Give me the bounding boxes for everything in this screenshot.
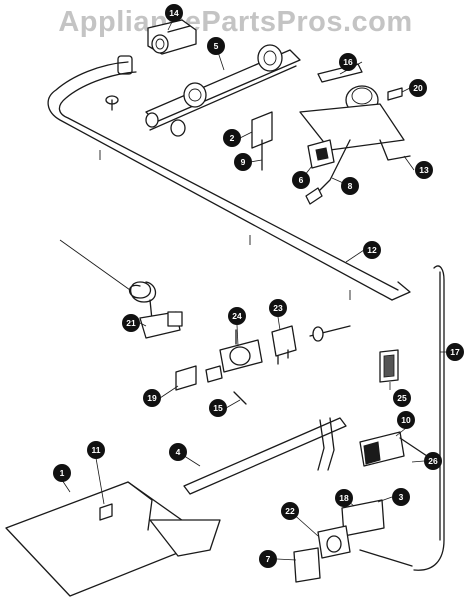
svg-text:7: 7 (266, 554, 271, 564)
callout-17: 17 (446, 343, 464, 361)
manifold-pipe (47, 55, 411, 301)
svg-text:8: 8 (348, 181, 353, 191)
svg-text:19: 19 (147, 393, 157, 403)
svg-text:10: 10 (401, 415, 411, 425)
callout-4: 4 (169, 443, 187, 461)
svg-text:11: 11 (92, 445, 101, 455)
valve-24 (175, 329, 263, 405)
ignitor-25 (379, 349, 399, 383)
wire-17 (413, 265, 445, 571)
regulator-assembly (299, 63, 411, 205)
callout-10: 10 (397, 411, 415, 429)
spark-module-10 (359, 431, 431, 467)
svg-text:1: 1 (60, 468, 65, 478)
svg-text:15: 15 (213, 403, 223, 413)
svg-text:9: 9 (241, 157, 246, 167)
svg-text:20: 20 (413, 83, 423, 93)
callout-8: 8 (341, 177, 359, 195)
callout-11: 11 (87, 441, 105, 459)
callout-21: 21 (122, 314, 140, 332)
callout-13: 13 (415, 161, 433, 179)
watermark: AppliancePartsPros.com (58, 6, 413, 38)
callout-5: 5 (207, 37, 225, 55)
callout-22: 22 (281, 502, 299, 520)
callout-25: 25 (393, 389, 411, 407)
callout-1: 1 (53, 464, 71, 482)
svg-text:17: 17 (450, 347, 460, 357)
callout-16: 16 (339, 53, 357, 71)
callout-26: 26 (424, 452, 442, 470)
callout-3: 3 (392, 488, 410, 506)
svg-text:23: 23 (273, 303, 283, 313)
svg-text:24: 24 (232, 311, 242, 321)
orifice-stem (309, 325, 351, 342)
bracket-18 (293, 499, 413, 583)
svg-text:16: 16 (343, 57, 353, 67)
bracket-2 (251, 111, 273, 171)
svg-text:5: 5 (214, 41, 219, 51)
svg-text:4: 4 (176, 447, 181, 457)
svg-text:25: 25 (397, 393, 407, 403)
svg-text:13: 13 (419, 165, 429, 175)
switch-23 (271, 325, 297, 365)
callout-23: 23 (269, 299, 287, 317)
thermostat (59, 239, 183, 339)
callout-19: 19 (143, 389, 161, 407)
svg-text:22: 22 (285, 506, 295, 516)
callout-7: 7 (259, 550, 277, 568)
callout-24: 24 (228, 307, 246, 325)
svg-text:18: 18 (339, 493, 349, 503)
burner-valve-bar (145, 44, 301, 137)
callout-6: 6 (292, 171, 310, 189)
callout-12: 12 (363, 241, 381, 259)
shield-1 (5, 481, 221, 597)
svg-text:21: 21 (126, 318, 136, 328)
clip-11 (99, 503, 113, 521)
callout-15: 15 (209, 399, 227, 417)
svg-text:14: 14 (169, 8, 179, 18)
callout-20: 20 (409, 79, 427, 97)
svg-text:2: 2 (230, 133, 235, 143)
inlet-fitting (147, 19, 197, 55)
svg-text:26: 26 (428, 456, 438, 466)
callout-18: 18 (335, 489, 353, 507)
burner-tube-4 (183, 417, 347, 495)
svg-text:6: 6 (299, 175, 304, 185)
callout-9: 9 (234, 153, 252, 171)
svg-text:3: 3 (399, 492, 404, 502)
valve-6 (307, 139, 335, 169)
screw (105, 95, 119, 111)
callout-14: 14 (165, 4, 183, 22)
svg-text:12: 12 (367, 245, 377, 255)
callout-2: 2 (223, 129, 241, 147)
